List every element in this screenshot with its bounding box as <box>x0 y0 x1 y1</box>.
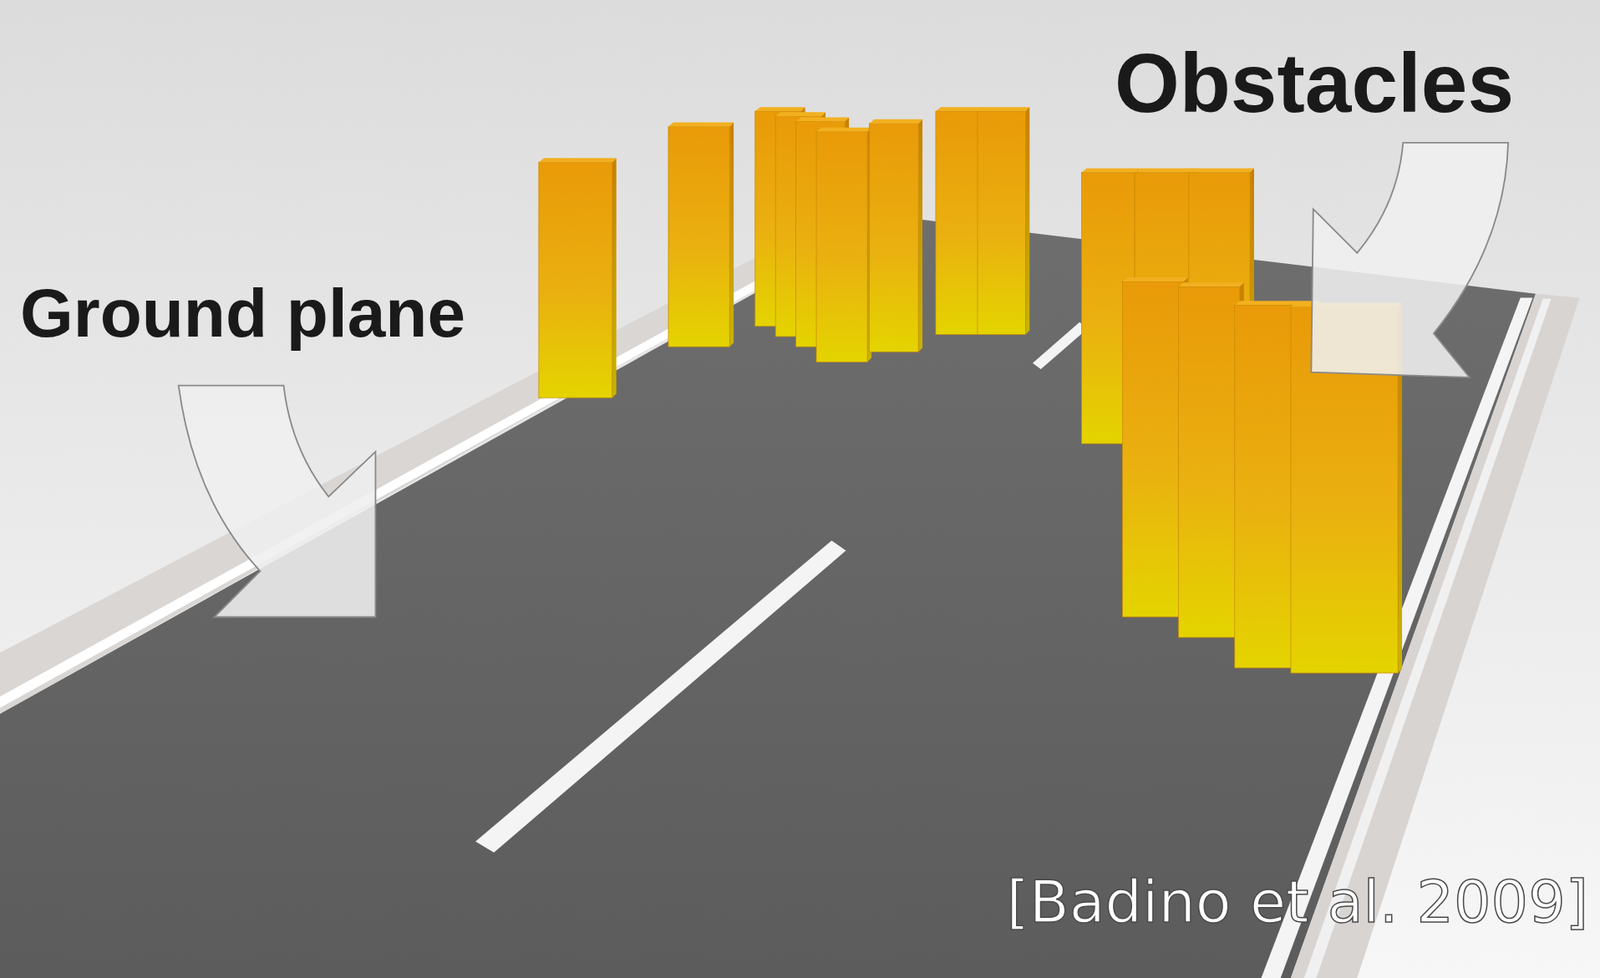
stixel-top <box>1122 277 1188 282</box>
stixel-obstacle <box>935 111 981 335</box>
stixel-side <box>612 157 617 398</box>
stixel-obstacle <box>1122 281 1184 618</box>
region-label: Obstacles <box>1114 35 1514 132</box>
stixel-top <box>796 116 850 122</box>
stixel-top <box>935 106 984 112</box>
stixel-top <box>668 122 734 127</box>
stixel-obstacle <box>668 126 730 347</box>
stixel-top <box>869 119 924 124</box>
stixel-top <box>1134 167 1195 173</box>
stixel-side <box>1025 106 1030 335</box>
stixel-top <box>1081 167 1139 173</box>
stixel-top <box>755 106 806 112</box>
stixel-top <box>1188 167 1255 173</box>
stixel-obstacle <box>816 132 868 363</box>
stixel-obstacle <box>869 123 920 353</box>
stixel-obstacle <box>977 111 1026 335</box>
stixel-side <box>918 119 923 352</box>
stixel-obstacle <box>538 162 613 398</box>
stixel-top <box>775 111 826 117</box>
stixel-obstacle <box>1178 286 1240 638</box>
citation-watermark: [Badino et al. 2009] <box>1005 868 1589 937</box>
stixel-top <box>816 127 872 133</box>
region-label: Ground plane <box>20 274 466 353</box>
stixel-side <box>729 122 734 348</box>
stixel-top <box>977 106 1030 112</box>
stixel-top <box>1178 282 1245 287</box>
stixel-top <box>538 157 617 163</box>
